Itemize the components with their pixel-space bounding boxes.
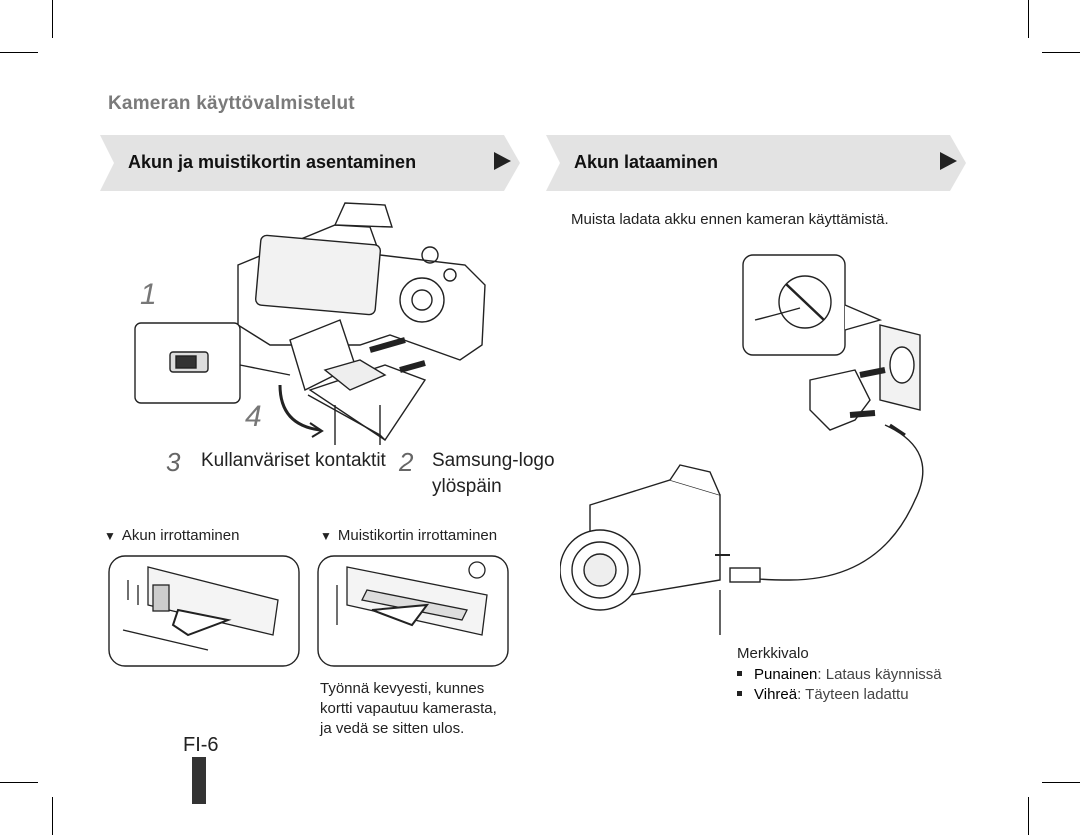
indicator-title: Merkkivalo [737, 645, 809, 662]
section-header-charge: Akun lataaminen [546, 135, 966, 191]
bullet-icon [737, 690, 742, 696]
card-removal-text: kortti vapautuu kamerasta, [320, 700, 497, 717]
bullet-icon [737, 670, 742, 676]
page-tab-marker [192, 757, 206, 804]
charge-note: Muista ladata akku ennen kameran käyttäm… [571, 211, 889, 228]
battery-removal-label: ▼ Akun irrottaminen [104, 527, 239, 544]
label-text: Akun irrottaminen [121, 527, 240, 544]
crop-mark [52, 797, 53, 835]
charging-illustration [560, 254, 924, 635]
indicator-color: Punainen [754, 666, 818, 683]
triangle-down-icon: ▼ [104, 529, 116, 543]
step-number: 3 [166, 447, 181, 477]
crop-mark [0, 52, 38, 53]
indicator-item-red: Punainen: Lataus käynnissä [737, 666, 942, 683]
battery-removal-illustration [108, 555, 300, 667]
step-number: 4 [245, 400, 262, 433]
card-removal-text: Työnnä kevyesti, kunnes [320, 680, 485, 697]
page-title: Kameran käyttövalmistelut [108, 93, 355, 114]
card-removal-illustration [317, 555, 509, 667]
arrow-right-icon [494, 152, 511, 170]
indicator-desc: : Täyteen ladattu [797, 686, 909, 703]
section-title: Akun ja muistikortin asentaminen [128, 152, 417, 172]
crop-mark [1028, 0, 1029, 38]
section-title: Akun lataaminen [574, 152, 719, 172]
indicator-item-green: Vihreä: Täyteen ladattu [737, 686, 909, 703]
indicator-color: Vihreä [754, 686, 798, 703]
card-removal-text: ja vedä se sitten ulos. [320, 720, 465, 737]
section-header-bg [546, 135, 966, 191]
step-number: 2 [399, 447, 414, 477]
step-number: 1 [140, 278, 157, 311]
step-label: Kullanväriset kontaktit [201, 450, 386, 471]
crop-mark [1028, 797, 1029, 835]
battery-insertion-illustration [134, 202, 486, 445]
section-header-bg [100, 135, 520, 191]
arrow-right-icon [940, 152, 957, 170]
crop-mark [0, 782, 38, 783]
card-removal-label: ▼ Muistikortin irrottaminen [320, 527, 497, 544]
step-label: ylöspäin [432, 476, 502, 497]
crop-mark [1042, 782, 1080, 783]
label-text: Muistikortin irrottaminen [337, 527, 498, 544]
indicator-desc: : Lataus käynnissä [817, 666, 942, 683]
page-number: FI-6 [183, 734, 219, 756]
triangle-down-icon: ▼ [320, 529, 332, 543]
crop-mark [52, 0, 53, 38]
section-header-install: Akun ja muistikortin asentaminen [100, 135, 520, 191]
step-label: Samsung-logo [432, 450, 555, 471]
crop-mark [1042, 52, 1080, 53]
